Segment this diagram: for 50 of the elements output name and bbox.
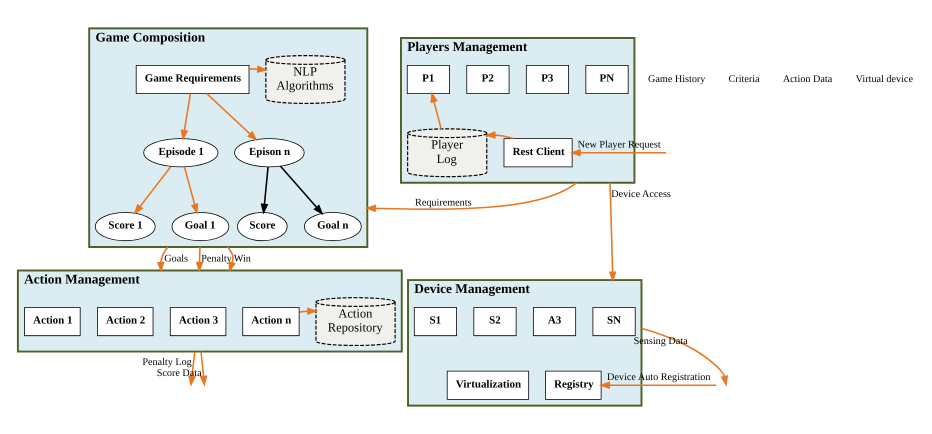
edge-label: Penalty	[201, 253, 232, 264]
arrow	[260, 167, 269, 215]
node-box: S2	[473, 307, 517, 336]
arrow	[570, 148, 666, 157]
arrow	[641, 328, 728, 387]
node-box: Virtualization	[446, 370, 530, 400]
node-ellipse: Score 1	[94, 212, 156, 242]
arrow	[134, 166, 172, 215]
edge-label: Goals	[164, 253, 188, 264]
edge-label: Device Access	[611, 189, 671, 200]
node-box: Game Requirements	[136, 65, 250, 94]
node-ellipse: Score	[237, 212, 288, 242]
edge-label: Win	[234, 253, 251, 264]
arrow	[196, 246, 204, 273]
edge-label: Penalty Log	[142, 357, 192, 368]
node-box: P2	[466, 65, 510, 94]
label: Virtual device	[856, 74, 913, 86]
node-box: Action 1	[24, 307, 81, 336]
node-box: Action 3	[170, 307, 226, 336]
arrow	[227, 246, 236, 273]
arrow	[364, 182, 577, 212]
node-box: Action 2	[97, 307, 154, 336]
node-box: Registry	[545, 370, 602, 400]
node-ellipse: Epison n	[234, 138, 305, 168]
arrow	[608, 182, 616, 282]
label: Action Data	[782, 74, 832, 86]
arrow	[484, 131, 514, 140]
label: Game History	[648, 74, 706, 86]
node-ellipse: Goal 1	[172, 212, 230, 242]
node-ellipse: Episode 1	[143, 138, 218, 168]
label: Criteria	[728, 74, 760, 86]
arrow	[184, 166, 198, 215]
arrow	[249, 65, 268, 73]
arrow	[200, 351, 208, 387]
node-box: Rest Client	[504, 138, 573, 168]
arrow	[598, 381, 716, 390]
node-box: Action n	[242, 307, 300, 336]
edge-label: Requirements	[415, 197, 472, 208]
arrow	[280, 166, 324, 216]
arrow	[180, 94, 192, 141]
node-box: P3	[526, 65, 570, 94]
node-box: SN	[592, 307, 636, 336]
node-box: PN	[585, 65, 629, 94]
arrow	[206, 93, 258, 142]
arrow	[430, 91, 442, 130]
node-box: S1	[414, 307, 457, 336]
node-ellipse: Goal n	[304, 212, 362, 242]
arrow	[156, 246, 168, 273]
node-box: A3	[532, 307, 576, 336]
node-box: P1	[406, 65, 450, 94]
